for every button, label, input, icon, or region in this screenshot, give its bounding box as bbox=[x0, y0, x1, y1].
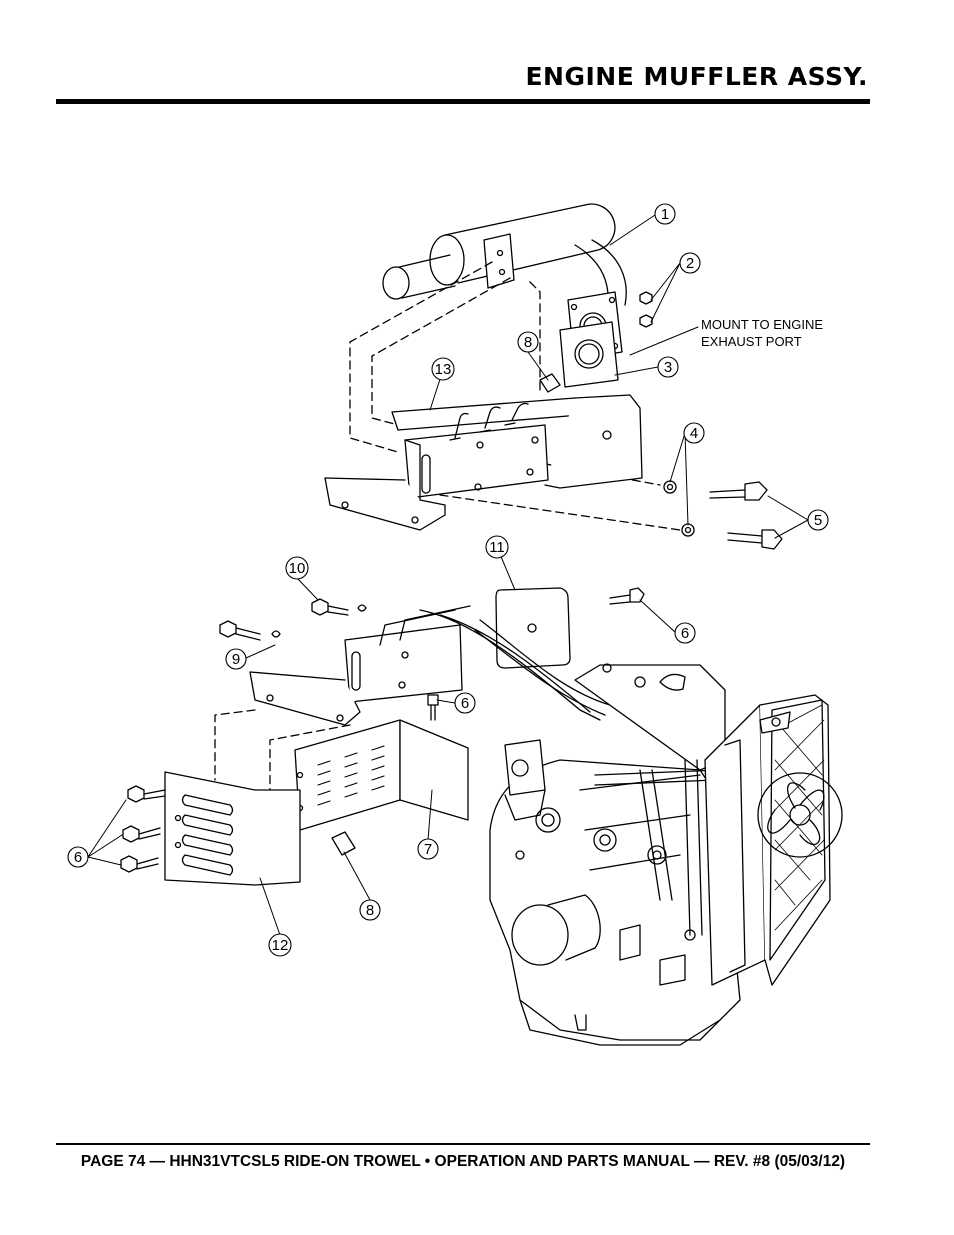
callout-3: 3 bbox=[657, 356, 679, 378]
callout-2: 2 bbox=[679, 252, 701, 274]
svg-text:10: 10 bbox=[289, 560, 306, 577]
svg-text:8: 8 bbox=[366, 902, 374, 919]
callout-1: 1 bbox=[654, 203, 676, 225]
svg-text:13: 13 bbox=[435, 361, 452, 378]
note-line-2: EXHAUST PORT bbox=[701, 334, 802, 349]
svg-text:6: 6 bbox=[461, 695, 469, 712]
svg-text:2: 2 bbox=[686, 255, 694, 272]
muffler-bracket-lower bbox=[249, 605, 471, 726]
callout-5: 5 bbox=[807, 509, 829, 531]
muffler-part bbox=[382, 203, 627, 306]
callout-8-top: 8 bbox=[517, 331, 539, 353]
svg-text:12: 12 bbox=[272, 937, 289, 954]
callout-12: 12 bbox=[268, 933, 292, 957]
engine-block bbox=[489, 663, 741, 1046]
callout-9: 9 bbox=[225, 648, 247, 670]
callout-6-left: 6 bbox=[67, 846, 89, 868]
callout-10: 10 bbox=[285, 556, 309, 580]
muffler-bracket-upper bbox=[324, 394, 643, 531]
exhaust-shield-12 bbox=[164, 771, 301, 886]
callout-13: 13 bbox=[431, 357, 455, 381]
svg-text:1: 1 bbox=[661, 206, 669, 223]
svg-text:6: 6 bbox=[74, 849, 82, 866]
callout-7: 7 bbox=[417, 838, 439, 860]
radiator-fan bbox=[704, 694, 843, 986]
callout-6-top: 6 bbox=[674, 622, 696, 644]
callout-11: 11 bbox=[485, 535, 509, 559]
page-title: ENGINE MUFFLER ASSY. bbox=[525, 62, 868, 91]
svg-text:11: 11 bbox=[489, 539, 505, 556]
callout-8-bottom: 8 bbox=[359, 899, 381, 921]
exhaust-flange bbox=[559, 291, 623, 388]
svg-text:3: 3 bbox=[664, 359, 672, 376]
svg-text:8: 8 bbox=[524, 334, 532, 351]
svg-text:6: 6 bbox=[681, 625, 689, 642]
svg-text:5: 5 bbox=[814, 512, 822, 529]
svg-text:4: 4 bbox=[690, 425, 698, 442]
muffler-shield bbox=[294, 719, 469, 831]
callout-4: 4 bbox=[683, 422, 705, 444]
callout-6-mid: 6 bbox=[454, 692, 476, 714]
svg-text:7: 7 bbox=[424, 841, 432, 858]
svg-text:9: 9 bbox=[232, 651, 240, 668]
footer-rule bbox=[56, 1143, 870, 1145]
note-line-1: MOUNT TO ENGINE bbox=[701, 317, 823, 332]
page-footer: PAGE 74 — HHN31VTCSL5 RIDE-ON TROWEL • O… bbox=[80, 1153, 846, 1170]
header-rule bbox=[56, 99, 870, 104]
